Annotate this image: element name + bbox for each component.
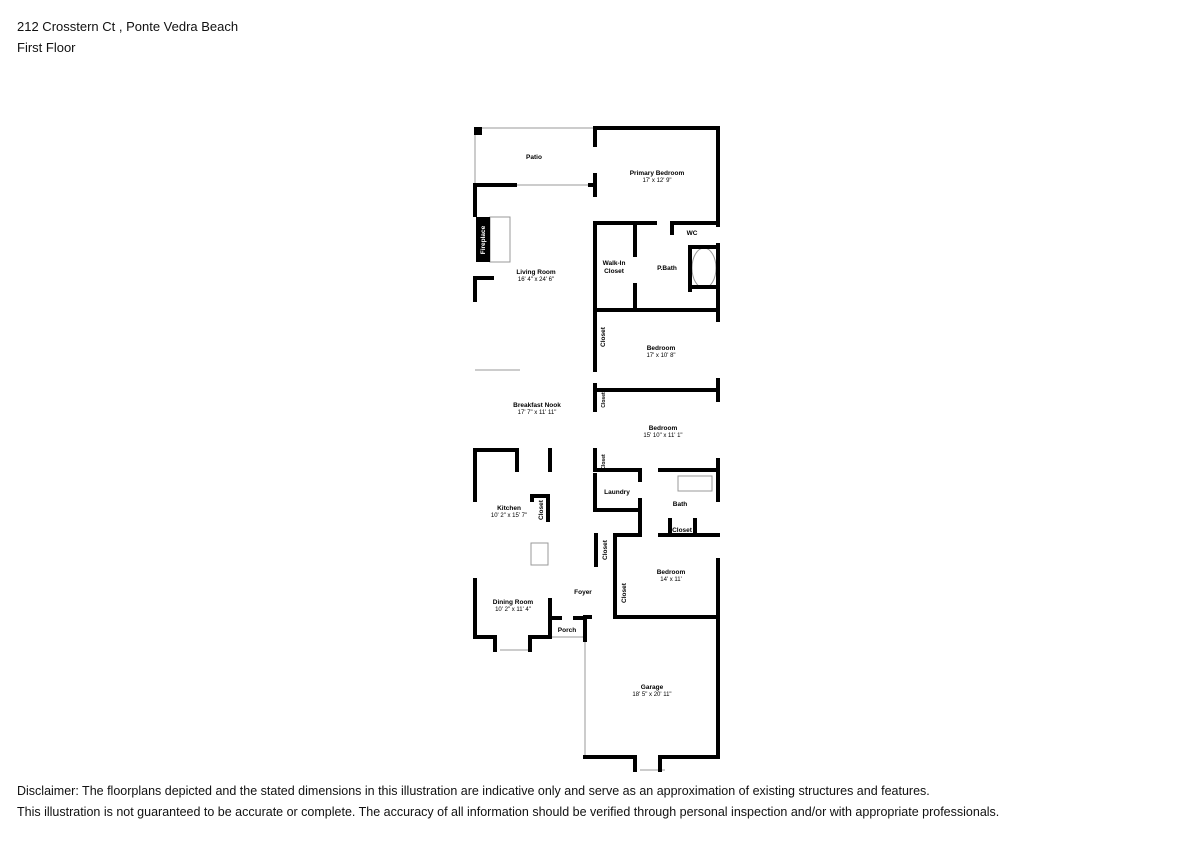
dining-room-dims: 10' 2" x 11' 4" [495, 607, 531, 613]
breakfast-nook-label: Breakfast Nook [513, 402, 561, 409]
kitchen-label: Kitchen [497, 505, 521, 512]
breakfast-nook-dims: 17' 7" x 11' 11" [518, 410, 557, 416]
closet-b-label: Closet [601, 392, 607, 408]
garage-label: Garage [641, 684, 664, 691]
floor-title: First Floor [17, 40, 76, 55]
dining-room-label: Dining Room [493, 599, 534, 606]
fireplace-label: Fireplace [480, 225, 487, 254]
wc-label: WC [687, 230, 698, 237]
primary-bedroom-label: Primary Bedroom [630, 170, 685, 177]
bedroom-2-dims: 17' x 10' 8" [646, 353, 675, 359]
room-labels: Patio Primary Bedroom 17' x 12' 9" WC Wa… [491, 154, 698, 698]
disclaimer-line-1: Disclaimer: The floorplans depicted and … [17, 784, 930, 798]
walk-in-closet-label-1: Walk-In [603, 260, 626, 267]
garage-dims: 18' 5" x 20' 11" [632, 692, 671, 698]
closet-d-label: Closet [672, 527, 693, 534]
foyer-label: Foyer [574, 589, 592, 596]
kitchen-dims: 10' 2" x 15' 7" [491, 513, 527, 519]
closet-a-label: Closet [600, 326, 607, 347]
closet-c-label: Closet [601, 454, 607, 470]
walk-in-closet-label-2: Closet [604, 268, 625, 275]
closet-e-label: Closet [538, 499, 545, 520]
bedroom-2-label: Bedroom [647, 345, 676, 352]
closet-f-label: Closet [602, 539, 609, 560]
pbath-label: P.Bath [657, 265, 677, 272]
walls [473, 126, 720, 772]
fireplace [476, 217, 490, 262]
living-room-dims: 16' 4" x 24' 6" [518, 277, 554, 283]
bath-label: Bath [673, 501, 687, 508]
bedroom-4-label: Bedroom [657, 569, 686, 576]
closet-g-label: Closet [621, 582, 628, 603]
porch-label: Porch [558, 627, 576, 634]
patio-label: Patio [526, 154, 542, 161]
primary-bedroom-dims: 17' x 12' 9" [642, 178, 671, 184]
bedroom-3-label: Bedroom [649, 425, 678, 432]
bedroom-4-dims: 14' x 11' [660, 577, 682, 583]
living-room-label: Living Room [516, 269, 556, 276]
disclaimer-line-2: This illustration is not guaranteed to b… [17, 805, 1000, 819]
address-title: 212 Crosstern Ct , Ponte Vedra Beach [17, 19, 239, 34]
laundry-label: Laundry [604, 489, 630, 496]
bedroom-3-dims: 15' 10" x 11' 1" [643, 433, 682, 439]
